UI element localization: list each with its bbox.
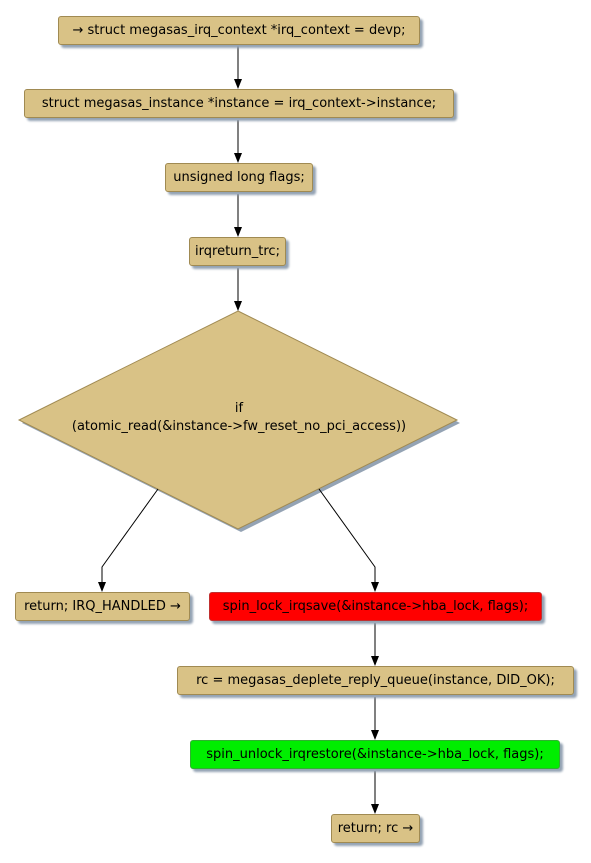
node-flags: unsigned long flags;: [165, 163, 313, 192]
node-spin-lock: spin_lock_irqsave(&instance->hba_lock, f…: [209, 592, 542, 621]
node-irqreturn: irqreturn_trc;: [189, 237, 286, 266]
node-instance: struct megasas_instance *instance = irq_…: [24, 89, 454, 118]
edge-decision-right: [318, 488, 379, 592]
decision-if-label: if: [234, 401, 244, 416]
node-return-irq-handled: return; IRQ_HANDLED →: [15, 592, 190, 621]
edge-decision-left: [98, 488, 159, 592]
decision-expression: (atomic_read(&instance->fw_reset_no_pci_…: [71, 419, 407, 434]
node-spin-unlock: spin_unlock_irqrestore(&instance->hba_lo…: [190, 740, 560, 769]
node-return-rc: return; rc →: [331, 814, 420, 843]
decision-condition: if (atomic_read(&instance->fw_reset_no_p…: [20, 400, 458, 436]
decision-diamond: [17, 310, 459, 530]
node-irq-context: → struct megasas_irq_context *irq_contex…: [58, 16, 420, 45]
node-deplete-queue: rc = megasas_deplete_reply_queue(instanc…: [177, 666, 574, 695]
